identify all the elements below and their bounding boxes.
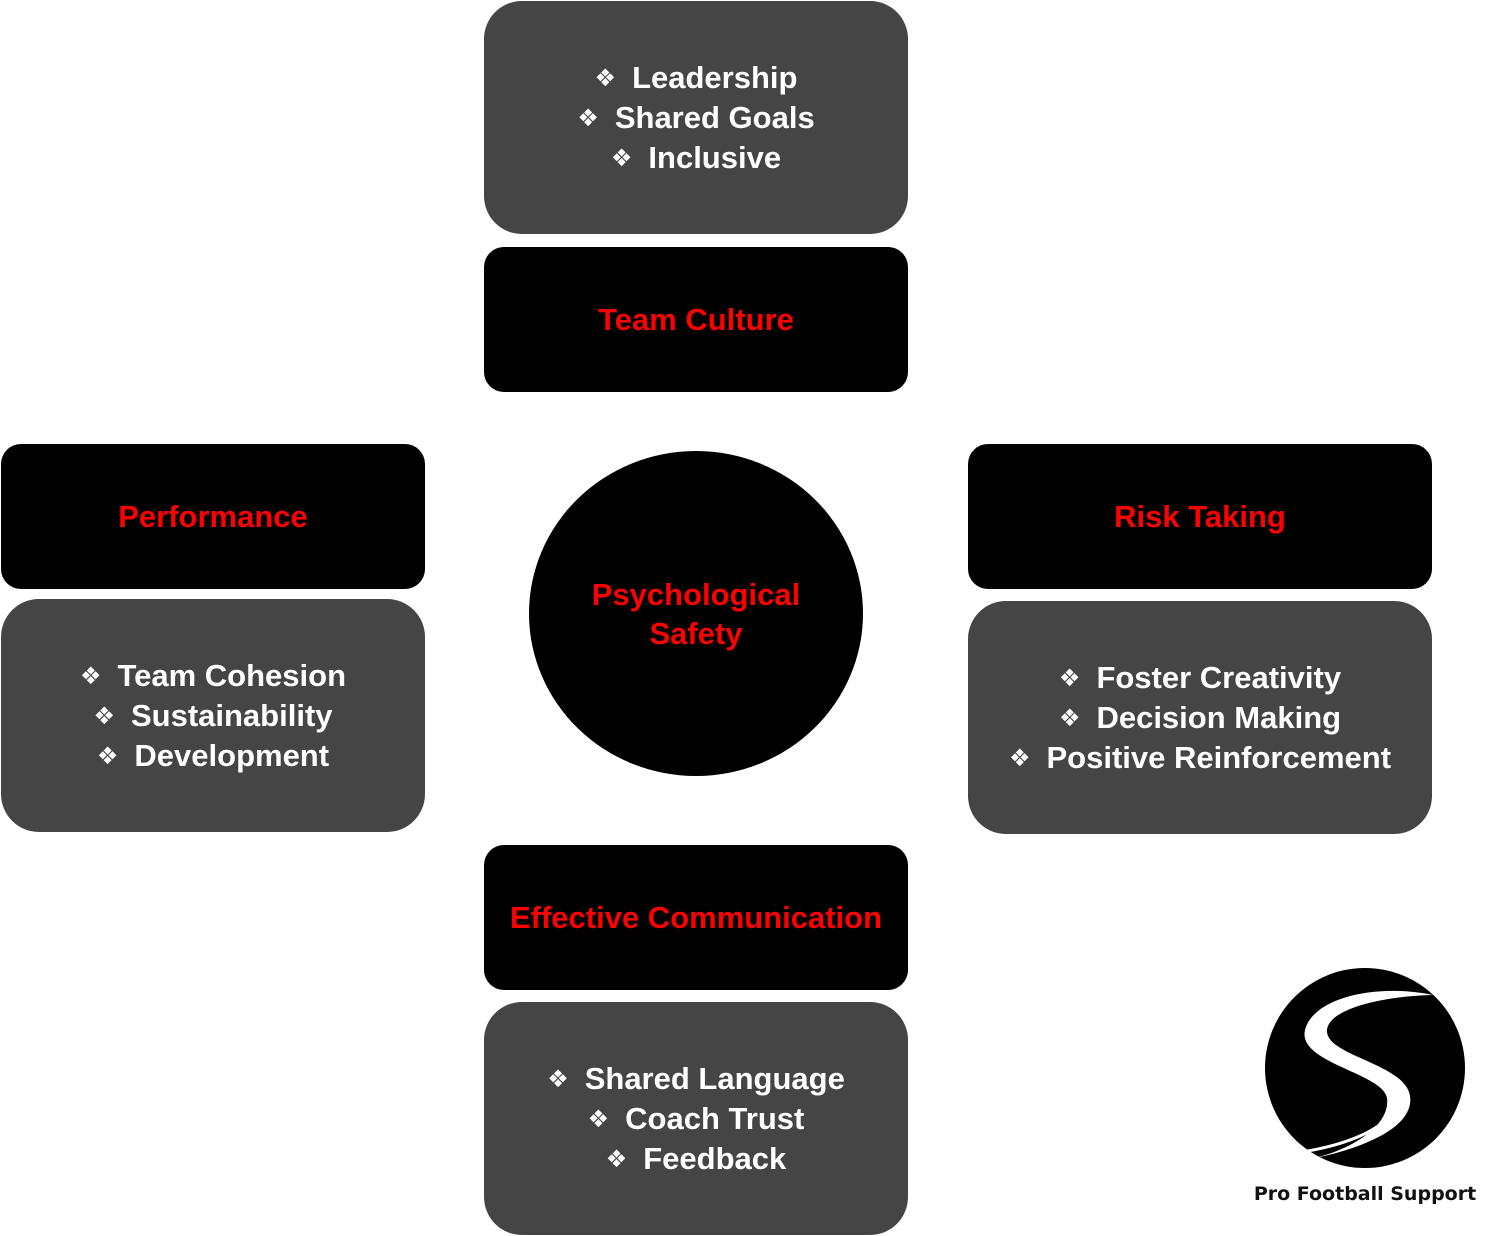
risk-taking-list: ❖Foster Creativity ❖Decision Making ❖Pos… (1009, 658, 1391, 778)
pro-football-support-logo: Pro Football Support (1250, 968, 1480, 1218)
performance-items-box: ❖Team Cohesion ❖Sustainability ❖Developm… (1, 599, 425, 832)
team-culture-title: Team Culture (598, 302, 794, 337)
performance-title-box: Performance (1, 444, 425, 589)
list-item: ❖Decision Making (1009, 698, 1391, 738)
risk-taking-title: Risk Taking (1114, 499, 1286, 534)
list-item: ❖Foster Creativity (1009, 658, 1391, 698)
performance-list: ❖Team Cohesion ❖Sustainability ❖Developm… (80, 656, 346, 776)
diamond-bullet-icon: ❖ (547, 1064, 569, 1093)
diamond-bullet-icon: ❖ (93, 701, 115, 730)
diamond-bullet-icon: ❖ (605, 1144, 628, 1173)
team-culture-items-box: ❖Leadership ❖Shared Goals ❖Inclusive (484, 1, 908, 234)
effective-communication-list: ❖Shared Language ❖Coach Trust ❖Feedback (547, 1059, 845, 1179)
team-culture-title-box: Team Culture (484, 247, 908, 392)
risk-taking-title-box: Risk Taking (968, 444, 1432, 589)
effective-communication-title-box: Effective Communication (484, 845, 908, 990)
list-item: ❖Inclusive (577, 138, 814, 178)
risk-taking-items-box: ❖Foster Creativity ❖Decision Making ❖Pos… (968, 601, 1432, 834)
s-swoosh-logo-icon (1265, 968, 1465, 1168)
diamond-bullet-icon: ❖ (610, 143, 633, 172)
diamond-bullet-icon: ❖ (79, 661, 102, 690)
diamond-bullet-icon: ❖ (1008, 743, 1031, 772)
diamond-bullet-icon: ❖ (1058, 663, 1081, 692)
list-item: ❖Feedback (547, 1139, 845, 1179)
logo-text: Pro Football Support (1253, 1183, 1477, 1205)
diamond-bullet-icon: ❖ (594, 63, 617, 92)
psychological-safety-circle: Psychological Safety (529, 451, 863, 776)
effective-communication-title: Effective Communication (509, 900, 883, 935)
performance-title: Performance (118, 499, 308, 534)
list-item: ❖Development (80, 736, 346, 776)
list-item: ❖Shared Language (547, 1059, 845, 1099)
list-item: ❖Sustainability (80, 696, 346, 736)
list-item: ❖Positive Reinforcement (1009, 738, 1391, 778)
list-item: ❖Leadership (577, 58, 814, 98)
diamond-bullet-icon: ❖ (587, 1104, 610, 1133)
diamond-bullet-icon: ❖ (96, 741, 119, 770)
list-item: ❖Team Cohesion (80, 656, 346, 696)
effective-communication-items-box: ❖Shared Language ❖Coach Trust ❖Feedback (484, 1002, 908, 1235)
center-label: Psychological Safety (591, 576, 801, 651)
diamond-bullet-icon: ❖ (577, 103, 599, 132)
list-item: ❖Shared Goals (577, 98, 814, 138)
list-item: ❖Coach Trust (547, 1099, 845, 1139)
diamond-bullet-icon: ❖ (1058, 703, 1081, 732)
team-culture-list: ❖Leadership ❖Shared Goals ❖Inclusive (577, 58, 814, 178)
